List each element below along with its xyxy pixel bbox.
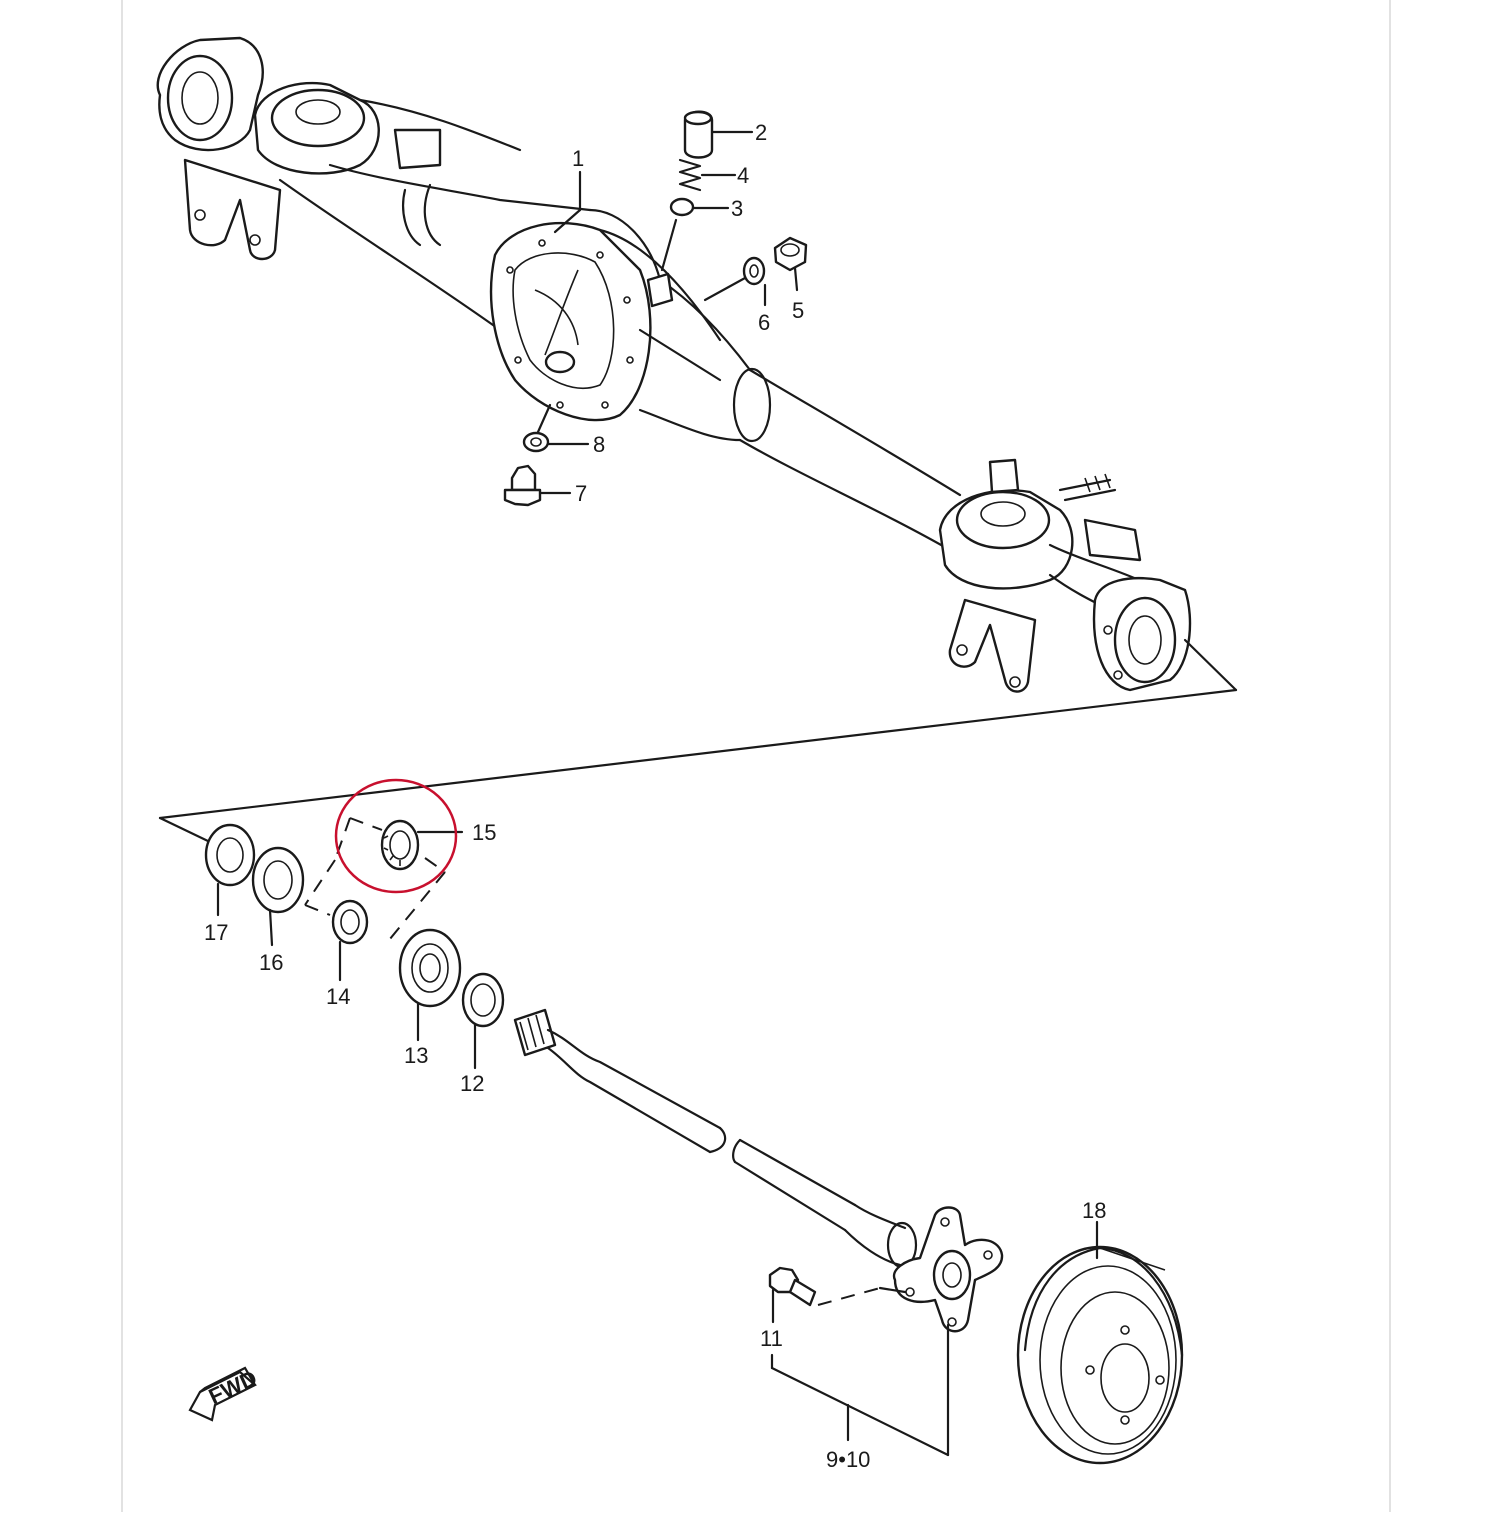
- label-part-13: 13: [404, 1043, 428, 1068]
- label-part-15: 15: [472, 820, 496, 845]
- label-part-12: 12: [460, 1071, 484, 1096]
- retainer-ring-15: [380, 819, 420, 871]
- label-part-8: 8: [593, 432, 605, 457]
- breather-ball: [669, 197, 695, 217]
- axle-shaft: [513, 1008, 918, 1269]
- perspective-line-b: [158, 688, 1238, 820]
- label-part-17: 17: [204, 920, 228, 945]
- bearing-16: [251, 846, 305, 914]
- leader-5: [793, 266, 799, 292]
- assembly-dash-e: [384, 871, 446, 946]
- label-part-7: 7: [575, 481, 587, 506]
- bracket-diag: [770, 1366, 950, 1457]
- wheel-stud: [768, 1266, 817, 1307]
- brake-drum: [1016, 1245, 1184, 1465]
- label-part-2: 2: [755, 120, 767, 145]
- leader-breather-body: [660, 218, 678, 272]
- label-part-14: 14: [326, 984, 350, 1009]
- assembly-dash-f: [304, 904, 331, 916]
- axle-housing: [156, 36, 1192, 693]
- label-part-16: 16: [259, 950, 283, 975]
- perspective-line-a: [1183, 638, 1238, 692]
- assembly-dash-d: [424, 857, 446, 873]
- stud-dash: [817, 1287, 881, 1306]
- label-part-5: 5: [792, 298, 804, 323]
- label-part-9-10: 9•10: [826, 1447, 870, 1472]
- filler-plug: [773, 236, 808, 272]
- leader-8-to-housing: [536, 403, 552, 434]
- hub-flange: [892, 1206, 1004, 1333]
- breather-body: [646, 272, 674, 308]
- fwd-text: FWD: [205, 1365, 261, 1409]
- spacer-14: [331, 899, 369, 945]
- seal-12: [461, 972, 505, 1028]
- stud-dash-end: [878, 1286, 907, 1294]
- label-part-4: 4: [737, 163, 749, 188]
- breather-cap: [683, 110, 714, 159]
- perspective-line-c: [158, 816, 212, 844]
- label-part-3: 3: [731, 196, 743, 221]
- washer: [742, 256, 766, 286]
- fwd-direction-badge: FWD: [188, 1365, 261, 1422]
- leader-16: [268, 908, 274, 947]
- leader-6-to-housing: [703, 276, 747, 302]
- breather-spring: [678, 158, 702, 192]
- label-part-1: 1: [572, 146, 584, 171]
- leader-1-b: [553, 208, 582, 234]
- oil-seal: [204, 823, 256, 887]
- drain-plug: [503, 464, 542, 507]
- label-part-6: 6: [758, 310, 770, 335]
- gasket: [522, 431, 550, 453]
- assembly-dash-b: [349, 817, 383, 831]
- label-part-11: 11: [760, 1326, 783, 1351]
- assembly-dash-c: [304, 859, 336, 906]
- bearing-13: [398, 928, 462, 1008]
- label-part-18: 18: [1082, 1198, 1106, 1223]
- highlight-circle: [334, 778, 458, 894]
